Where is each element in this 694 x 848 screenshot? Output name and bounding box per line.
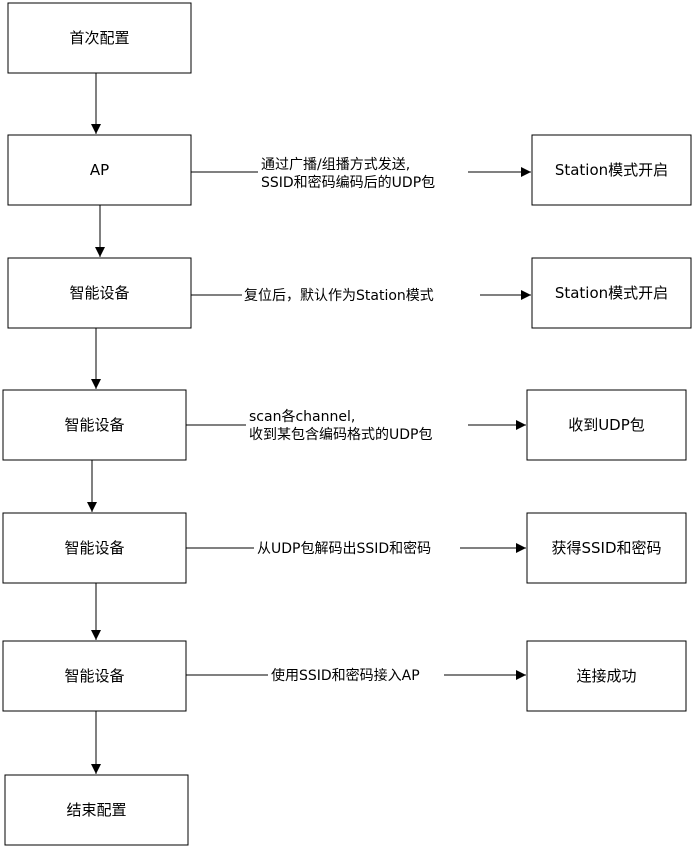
node-ap <box>7 134 192 206</box>
node-ap-label: AP <box>90 161 109 179</box>
node-smart-device-1 <box>7 257 192 329</box>
node-end-config-label: 结束配置 <box>66 801 126 819</box>
node-smart-device-3-label: 智能设备 <box>64 539 124 557</box>
edge-label-bg-scan <box>246 407 468 445</box>
node-smart-device-1-label: 智能设备 <box>69 284 129 302</box>
node-smart-device-4-label: 智能设备 <box>64 667 124 685</box>
edge-label-decode: 从UDP包解码出SSID和密码 <box>257 540 431 557</box>
node-station-on-1 <box>531 134 692 206</box>
node-station-on-2 <box>531 257 692 329</box>
node-receive-udp <box>526 389 687 461</box>
edge-label-scan-2: 收到某包含编码格式的UDP包 <box>249 427 432 443</box>
node-smart-device-3 <box>2 512 187 584</box>
edge-label-bg-reset <box>242 285 480 305</box>
node-smart-device-4 <box>2 640 187 712</box>
edge-label-ap-send-1: 通过广播/组播方式发送, <box>261 157 410 173</box>
node-connect-ok-label: 连接成功 <box>576 667 636 685</box>
node-smart-device-2 <box>2 389 187 461</box>
edge-label-bg-ap <box>258 154 468 192</box>
edge-label-scan-1: scan各channel, <box>249 409 355 425</box>
edge-label-use-ssid: 使用SSID和密码接入AP <box>271 667 420 684</box>
node-get-ssid-label: 获得SSID和密码 <box>551 539 661 557</box>
node-get-ssid <box>526 512 687 584</box>
node-station-on-2-label: Station模式开启 <box>555 284 668 302</box>
edge-label-bg-decode <box>254 538 460 558</box>
node-end-config <box>4 774 189 846</box>
node-smart-device-2-label: 智能设备 <box>64 416 124 434</box>
edge-label-ap-send-2: SSID和密码编码后的UDP包 <box>261 174 435 191</box>
edge-label-bg-use <box>268 665 444 685</box>
node-connect-ok <box>526 640 687 712</box>
edge-label-reset-default: 复位后，默认作为Station模式 <box>244 287 434 304</box>
node-station-on-1-label: Station模式开启 <box>555 161 668 179</box>
node-receive-udp-label: 收到UDP包 <box>568 416 645 434</box>
node-first-config <box>7 2 192 74</box>
node-first-config-label: 首次配置 <box>69 29 129 47</box>
